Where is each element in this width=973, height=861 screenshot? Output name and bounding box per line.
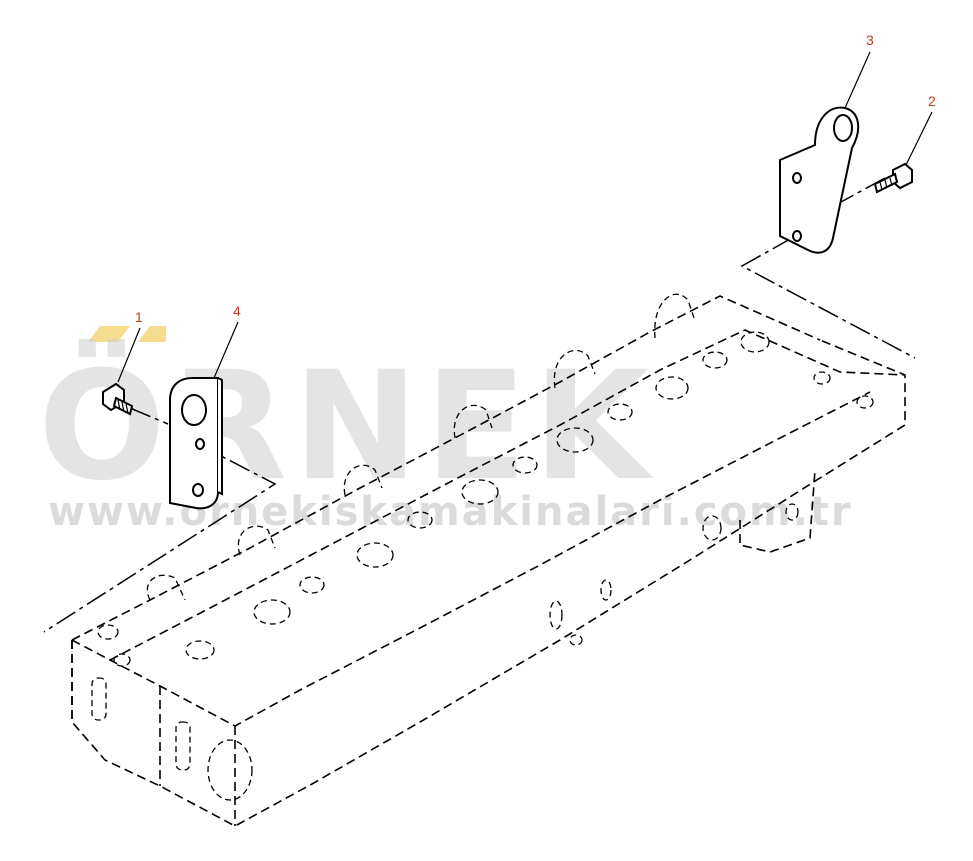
bolt-part-1 (102, 382, 134, 416)
watermark-umlaut-right (138, 326, 166, 342)
callout-2: 2 (928, 93, 936, 109)
watermark-url: www.ornekiskamakinalari.com.tr (48, 489, 853, 535)
callout-3: 3 (866, 32, 874, 48)
lifting-plate-part-4 (169, 377, 223, 510)
callout-4: 4 (233, 303, 241, 319)
bolt-part-2 (873, 162, 913, 194)
watermark: ÖRNEK www.ornekiskamakinalari.com.tr (38, 326, 853, 535)
cylinder-head-outline (71, 293, 906, 827)
callout-1: 1 (135, 309, 143, 325)
callout-leaders (117, 51, 933, 383)
lifting-bracket-part-3 (779, 106, 860, 254)
watermark-brand: ÖRNEK (38, 338, 655, 514)
watermark-umlaut-left (88, 326, 130, 342)
callout-labels: 1 2 3 4 (135, 32, 936, 325)
